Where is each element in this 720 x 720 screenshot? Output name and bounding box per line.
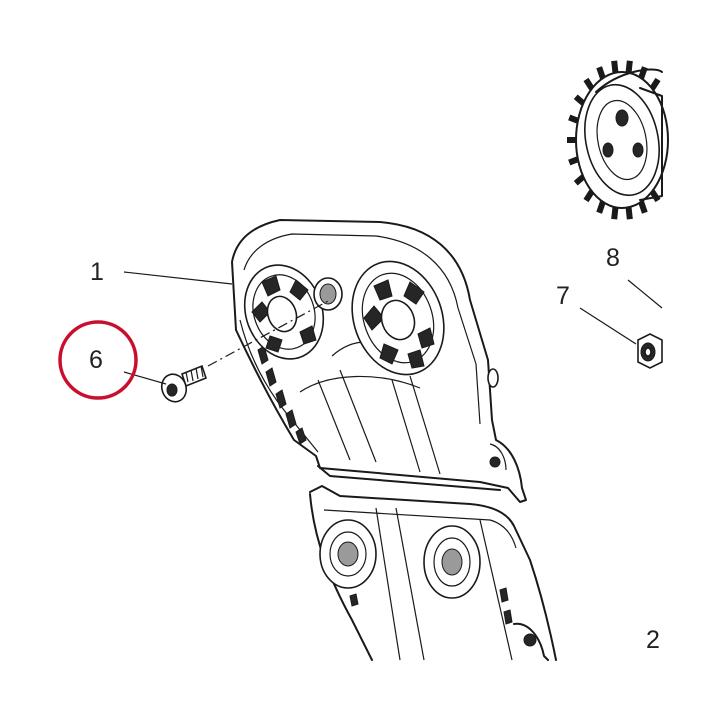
callout-7[interactable]: 7 bbox=[556, 282, 570, 310]
leader-lines bbox=[123, 271, 663, 385]
sprocket-tooth bbox=[573, 94, 586, 106]
sprocket-tooth bbox=[568, 114, 579, 124]
callout-1[interactable]: 1 bbox=[90, 258, 104, 286]
left-pulley-window bbox=[243, 264, 325, 360]
nut-part[interactable] bbox=[637, 333, 663, 369]
sprocket-tooth bbox=[596, 66, 606, 80]
sprocket-tooth bbox=[596, 200, 606, 214]
sprocket-tooth bbox=[638, 200, 648, 214]
upper-timing-cover-part[interactable] bbox=[231, 219, 527, 503]
sprocket-tooth bbox=[649, 77, 661, 91]
sprocket-tooth bbox=[625, 60, 633, 74]
sprocket-tooth bbox=[583, 77, 595, 91]
sprocket-tooth bbox=[625, 206, 633, 220]
sprocket-tooth bbox=[611, 206, 619, 220]
sprocket-tooth bbox=[573, 174, 586, 186]
callout-6[interactable]: 6 bbox=[89, 346, 103, 374]
right-pulley-window bbox=[351, 260, 445, 376]
sprocket-part[interactable] bbox=[567, 60, 669, 220]
sprocket-tooth bbox=[649, 189, 661, 203]
sprocket-tooth bbox=[638, 66, 648, 80]
sprocket-tooth bbox=[583, 189, 595, 203]
sprocket-tooth bbox=[568, 156, 579, 166]
sprocket-tooth bbox=[611, 60, 619, 74]
callout-2[interactable]: 2 bbox=[646, 626, 660, 654]
lower-timing-cover-part[interactable] bbox=[309, 485, 557, 661]
highlight-circle bbox=[58, 320, 138, 400]
bolt-part[interactable] bbox=[158, 364, 207, 405]
callout-8[interactable]: 8 bbox=[606, 244, 620, 272]
